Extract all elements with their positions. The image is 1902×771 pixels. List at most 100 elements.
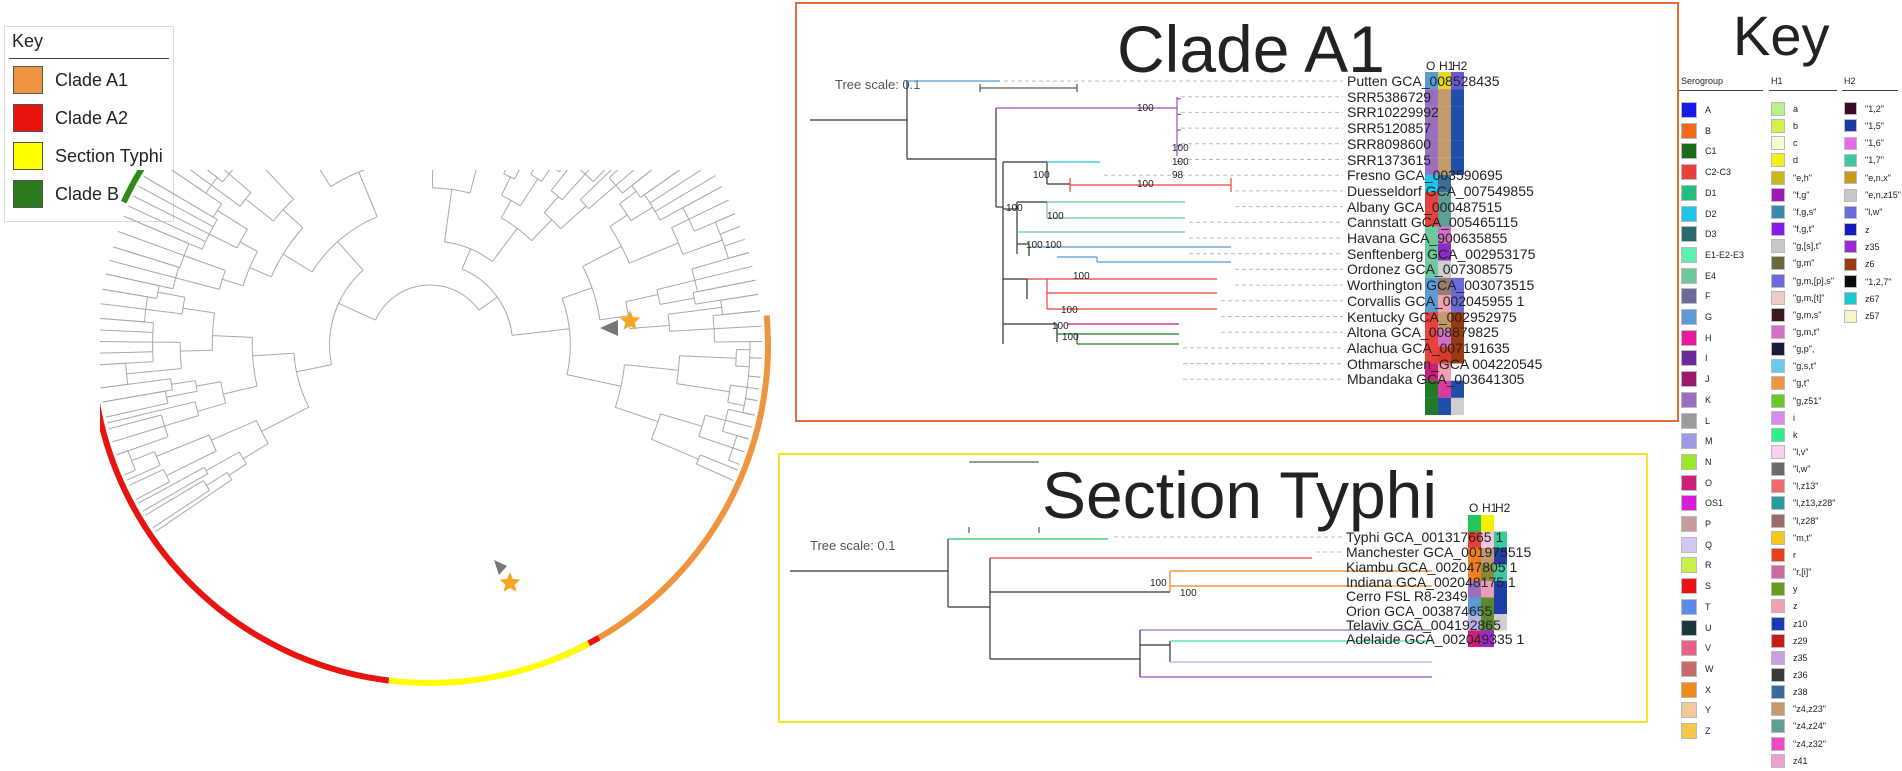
branch: [206, 170, 218, 178]
branch: [123, 215, 203, 250]
legend-label: r: [1793, 549, 1796, 560]
legend-swatch: [1844, 153, 1857, 167]
branch: [337, 241, 364, 271]
legend-label: k: [1793, 429, 1798, 440]
serotype-cell: [1451, 106, 1464, 124]
taxon-label: Ordonez GCA_007308575: [1347, 261, 1513, 278]
branch: [205, 177, 218, 194]
branch: [582, 245, 622, 267]
branch: [696, 463, 723, 476]
serotype-cell: [1451, 243, 1464, 261]
branch: [282, 209, 304, 229]
branch: [183, 255, 226, 271]
branch: [100, 317, 145, 323]
branch: [566, 374, 622, 387]
branch: [736, 435, 749, 440]
tree-branches: [100, 170, 763, 533]
legend-swatch: [13, 142, 43, 170]
serotype-cell: [1438, 312, 1451, 330]
legend-swatch: [1681, 288, 1697, 305]
branch: [728, 459, 740, 465]
divider: [1842, 90, 1898, 91]
legend-label: z35: [1793, 652, 1808, 663]
legend-swatch: [1681, 122, 1697, 139]
legend-label: "1,7": [1865, 155, 1884, 166]
branch: [116, 436, 169, 456]
branch: [155, 504, 195, 533]
serotype-cell: [1451, 260, 1464, 278]
legend-swatch: [1771, 393, 1785, 408]
branch: [152, 489, 210, 529]
taxon-label: SRR10229992: [1347, 104, 1439, 121]
serotype-cell: [1451, 89, 1464, 107]
clade-arc: [100, 402, 390, 684]
branch: [501, 176, 511, 196]
bootstrap-value: 100: [1172, 143, 1189, 154]
branch: [512, 328, 570, 336]
serotype-cell: [1438, 157, 1451, 175]
h2-legend: H2 "1,2""1,5""1,6""1,7""e,n,x""e,n,z15""…: [1840, 76, 1901, 356]
taxon-label: Putten GCA_008528435: [1347, 73, 1500, 89]
legend-label: N: [1705, 456, 1712, 467]
serogroup-legend-title: Serogroup: [1681, 76, 1724, 86]
section-typhi-panel: Section Typhi Tree scale: 0.1 Typhi GCA_…: [778, 453, 1648, 723]
taxon-label: Worthington GCA_003073515: [1347, 277, 1535, 294]
taxon-label: Havana GCA_900635855: [1347, 230, 1508, 246]
legend-label: X: [1705, 684, 1712, 695]
legend-item: J: [1681, 371, 1710, 388]
legend-label: Clade A2: [55, 107, 129, 128]
legend-swatch: [1771, 256, 1785, 271]
branch: [584, 170, 590, 175]
legend-item: D3: [1681, 226, 1717, 243]
serotype-cell: [1438, 363, 1451, 381]
serotype-cell: [1468, 630, 1481, 648]
branch: [311, 216, 378, 273]
branch: [643, 194, 661, 221]
legend-swatch: [1771, 290, 1785, 305]
branch: [182, 466, 205, 480]
branch: [175, 277, 220, 290]
legend-swatch: [1681, 660, 1697, 677]
legend-swatch: [1681, 433, 1697, 450]
legend-item: H: [1681, 329, 1712, 346]
legend-item: Z: [1681, 723, 1711, 739]
branch: [651, 438, 699, 460]
branch: [543, 212, 561, 230]
section-typhi-tree: [790, 461, 1507, 678]
serotype-cell: [1481, 614, 1494, 631]
branch: [135, 481, 170, 500]
serotype-cell: [1451, 294, 1464, 313]
branch: [728, 435, 738, 461]
branch: [100, 361, 154, 366]
branch: [100, 341, 153, 343]
serotype-cell: [1481, 515, 1494, 532]
section-typhi-title: Section Typhi: [1042, 458, 1438, 532]
legend-label: z57: [1865, 311, 1880, 322]
branch: [223, 170, 230, 175]
legend-item: "g,m": [1771, 256, 1814, 271]
legend-label: E1-E2-E3: [1705, 249, 1745, 260]
clade-a1-title: Clade A1: [1117, 12, 1385, 86]
taxon-label: SRR5386729: [1347, 88, 1432, 105]
branch: [715, 213, 736, 223]
legend-label: "e,h": [1793, 172, 1812, 183]
branch: [745, 398, 758, 402]
legend-label: "e,n,x": [1865, 172, 1891, 183]
legend-item: "l,w": [1771, 462, 1810, 477]
legend-item: W: [1681, 660, 1714, 677]
legend-swatch: [1681, 495, 1697, 512]
legend-swatch: [1681, 371, 1697, 388]
bootstrap-value: 100: [1045, 240, 1062, 251]
legend-item: "f,g,t": [1771, 222, 1814, 237]
branch: [654, 175, 716, 212]
legend-item: P: [1681, 516, 1711, 532]
branch: [730, 384, 748, 388]
legend-item: "1,5": [1844, 119, 1884, 133]
legend-item: N: [1681, 453, 1712, 470]
branch: [656, 279, 696, 291]
legend-swatch: [1681, 536, 1697, 553]
legend-item: D1: [1681, 184, 1717, 201]
legend-swatch: [1771, 667, 1785, 682]
legend-swatch: [1771, 702, 1785, 717]
legend-swatch: [1844, 240, 1857, 254]
